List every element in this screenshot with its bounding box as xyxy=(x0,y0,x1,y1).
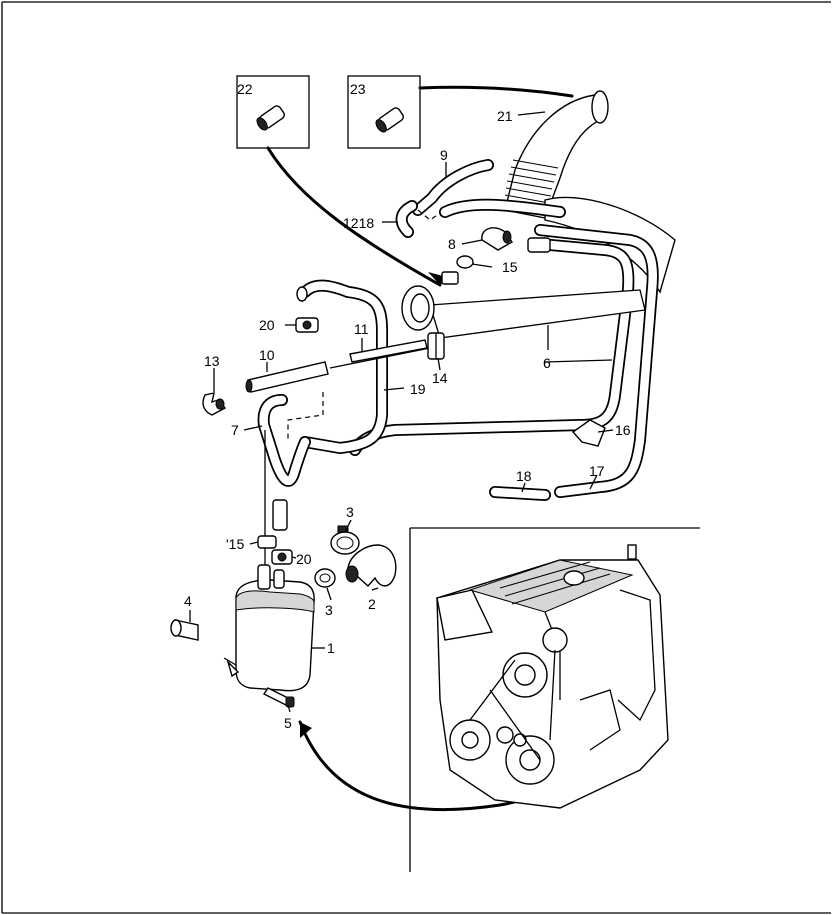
connector-14-icon xyxy=(427,332,445,360)
callout-3-lower: 3 xyxy=(325,602,333,618)
callout-14: 14 xyxy=(432,370,448,386)
grommet-4-icon xyxy=(170,619,199,641)
hose-18-short xyxy=(489,486,551,501)
callout-22: 22 xyxy=(237,81,253,97)
callout-7: 7 xyxy=(231,422,239,438)
intake-rail xyxy=(401,285,646,339)
callout-21: 21 xyxy=(497,108,513,124)
clamp-3-lower-icon xyxy=(314,568,336,588)
breather-hose-17 xyxy=(534,224,659,498)
hose-19 xyxy=(296,279,388,454)
callout-13: 13 xyxy=(204,353,220,369)
detail-box-23 xyxy=(347,75,421,149)
callout-15-upper: 15 xyxy=(502,259,518,275)
callout-8: 8 xyxy=(448,236,456,252)
callout-23: 23 xyxy=(350,81,366,97)
callout-18: 18 xyxy=(516,468,532,484)
callout-4: 4 xyxy=(184,593,192,609)
elbow-13-icon xyxy=(202,392,227,416)
callout-17: 17 xyxy=(589,463,605,479)
callout-9: 9 xyxy=(440,147,448,163)
hose-upper-loop xyxy=(439,198,566,218)
inset-frame xyxy=(409,527,700,872)
clamp-15-upper-icon xyxy=(441,255,474,285)
callout-5: 5 xyxy=(284,715,292,731)
engine-icon xyxy=(436,544,669,809)
callout-1: 1 xyxy=(327,640,335,656)
hose-7 xyxy=(257,392,324,575)
clip-15-lower-icon xyxy=(257,535,277,549)
hose-segment-9 xyxy=(412,159,494,221)
callout-2: 2 xyxy=(368,596,376,612)
callout-12-18: 1218 xyxy=(343,215,374,231)
connector-8-icon xyxy=(481,227,551,253)
callout-20-lower: 20 xyxy=(296,551,312,567)
tube-11 xyxy=(329,339,431,369)
elbow-hose-2-icon xyxy=(345,544,397,587)
callout-labels: 22 23 21 9 1218 8 15 20 11 10 13 14 6 19… xyxy=(184,81,631,731)
sleeve-23-icon xyxy=(375,107,404,133)
clip-20-lower-icon xyxy=(271,549,293,565)
clamp-3-upper-icon xyxy=(330,525,360,555)
callout-11: 11 xyxy=(354,321,369,337)
callout-10: 10 xyxy=(259,347,275,363)
sleeve-22-icon xyxy=(256,105,285,131)
callout-20-upper: 20 xyxy=(259,317,275,333)
oil-trap-icon xyxy=(223,564,315,692)
clip-20-upper-icon xyxy=(295,317,319,333)
cam-cover-ribs xyxy=(499,561,611,605)
leader-lines xyxy=(189,111,614,713)
callout-6: 6 xyxy=(543,355,551,371)
detail-box-22 xyxy=(236,75,310,149)
callout-16: 16 xyxy=(615,422,631,438)
tube-10 xyxy=(245,361,329,393)
callout-19: 19 xyxy=(410,381,426,397)
hose-segment-12-18 xyxy=(395,200,418,238)
bracket-16-icon xyxy=(571,419,606,447)
callout-15-lower: '15 xyxy=(226,536,244,552)
callout-3-upper: 3 xyxy=(346,504,354,520)
